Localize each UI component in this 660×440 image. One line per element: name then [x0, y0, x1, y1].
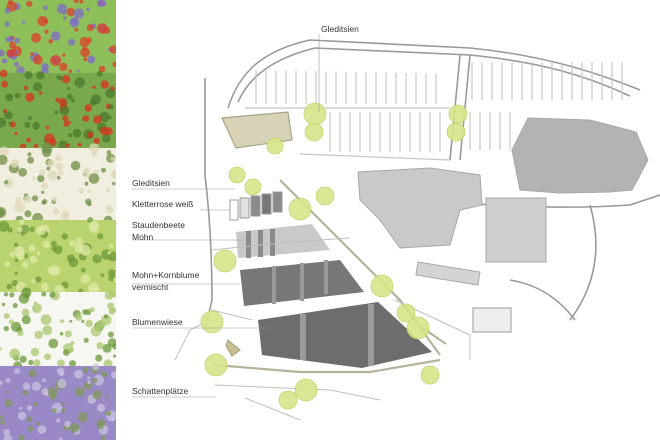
secondary-paths: [174, 237, 471, 421]
label-gleditsien-top: Gleditsien: [321, 24, 359, 34]
photo-gleditsia-foliage: [0, 217, 116, 296]
building-box: [472, 307, 512, 333]
label-mohn: Mohn: [132, 232, 154, 242]
bed-mohn-kornblume: [240, 260, 364, 306]
planting-beds: [229, 191, 432, 368]
label-vermischt: vermischt: [132, 282, 169, 292]
photo-white-climbing-rose: [0, 142, 116, 225]
photo-poppy-cornflower-field: [0, 0, 116, 76]
tree-canopy: [446, 122, 466, 142]
parking-lot: [245, 62, 623, 161]
bed-kletterrose: [229, 191, 283, 221]
bed-staudenbeete-mohn: [236, 224, 330, 258]
label-gleditsien-left: Gleditsien: [132, 178, 170, 188]
site-plan: Gleditsien Gleditsien Kletterrose weiß S…: [132, 24, 660, 421]
label-schattenplaetze: Schattenplätze: [132, 386, 189, 396]
tree-canopy: [406, 316, 430, 340]
leader-lines: [132, 34, 320, 398]
tree-canopy: [213, 249, 237, 273]
tree-canopy: [304, 122, 324, 142]
photo-strip: [0, 0, 116, 440]
building-strip: [415, 261, 481, 286]
tree-canopy: [294, 378, 318, 402]
building-large-right: [511, 117, 649, 194]
tree-canopy: [204, 353, 228, 377]
tree-canopy: [370, 274, 394, 298]
label-mohn-kornblume: Mohn+Kornblume: [132, 270, 200, 280]
building-center: [357, 167, 483, 249]
tree-canopy: [200, 310, 224, 334]
tree-canopy: [278, 390, 298, 410]
building-small-right: [485, 197, 547, 263]
label-staudenbeete: Staudenbeete: [132, 220, 185, 230]
photo-lavender-field: [0, 363, 116, 440]
tree-canopy: [303, 102, 327, 126]
photo-daisy-meadow: [0, 287, 116, 371]
label-blumenwiese: Blumenwiese: [132, 317, 183, 327]
tree-canopy: [288, 197, 312, 221]
tree-canopy: [315, 186, 335, 206]
tree-canopy: [448, 104, 468, 124]
trees: [200, 102, 468, 410]
photo-red-poppy-field: [0, 69, 116, 151]
tree-canopy: [228, 166, 246, 184]
tree-canopy: [396, 303, 416, 323]
tree-canopy: [244, 178, 262, 196]
label-kletterrose: Kletterrose weiß: [132, 199, 193, 209]
bed-blumenwiese: [258, 302, 432, 368]
tree-canopy: [266, 137, 284, 155]
tree-canopy: [420, 365, 440, 385]
